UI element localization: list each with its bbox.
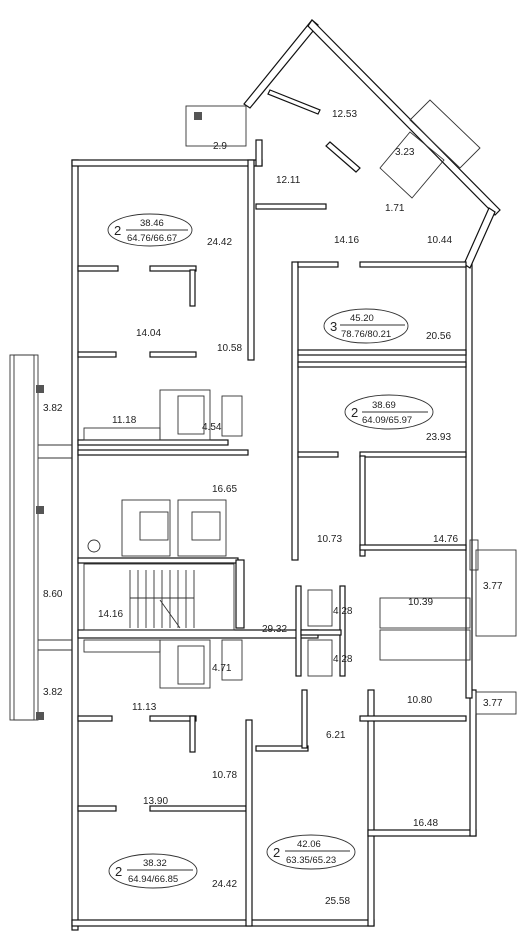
apartment-living-area: 38.69 bbox=[372, 400, 396, 411]
room-area: 10.39 bbox=[408, 597, 433, 608]
room-area: 24.42 bbox=[207, 237, 232, 248]
apartment-total-area: 64.76/66.67 bbox=[127, 233, 177, 244]
apartment-badge: 2 38.32 64.94/66.85 bbox=[108, 853, 198, 889]
apartment-rooms: 2 bbox=[115, 864, 122, 879]
room-area: 14.76 bbox=[433, 534, 458, 545]
apartment-badge: 2 38.69 64.09/65.97 bbox=[344, 394, 434, 430]
room-area: 10.73 bbox=[317, 534, 342, 545]
room-area: 16.48 bbox=[413, 818, 438, 829]
room-area: 3.82 bbox=[43, 403, 63, 414]
room-area: 29.32 bbox=[262, 624, 287, 635]
room-area: 3.77 bbox=[483, 698, 503, 709]
apartment-total-area: 64.94/66.85 bbox=[128, 874, 178, 885]
room-area: 4.71 bbox=[212, 663, 232, 674]
room-area: 4.54 bbox=[202, 422, 222, 433]
room-area: 6.21 bbox=[326, 730, 346, 741]
room-area: 25.58 bbox=[325, 896, 350, 907]
room-area: 14.04 bbox=[136, 328, 161, 339]
apartment-living-area: 38.46 bbox=[140, 218, 164, 229]
left-balconies bbox=[9, 354, 72, 721]
apartment-badge: 3 45.20 78.76/80.21 bbox=[323, 308, 409, 344]
room-area: 23.93 bbox=[426, 432, 451, 443]
apartment-rooms: 2 bbox=[273, 845, 280, 860]
apartment-badge: 2 42.06 63.35/65.23 bbox=[266, 834, 356, 870]
room-area: 12.11 bbox=[276, 175, 301, 186]
room-area: 10.80 bbox=[407, 695, 432, 706]
room-area: 4.28 bbox=[333, 654, 353, 665]
room-area: 12.53 bbox=[332, 109, 357, 120]
room-area: 20.56 bbox=[426, 331, 451, 342]
apartment-total-area: 63.35/65.23 bbox=[286, 855, 336, 866]
room-area: 8.60 bbox=[43, 589, 63, 600]
room-area: 11.13 bbox=[132, 702, 157, 713]
room-area: 10.78 bbox=[212, 770, 237, 781]
room-area: 2.9 bbox=[213, 141, 227, 152]
apartment-living-area: 38.32 bbox=[143, 858, 167, 869]
room-area: 3.82 bbox=[43, 687, 63, 698]
apartment-rooms: 2 bbox=[351, 405, 358, 420]
room-area: 24.42 bbox=[212, 879, 237, 890]
room-area: 13.90 bbox=[143, 796, 168, 807]
room-area: 11.18 bbox=[112, 415, 137, 426]
room-area: 14.16 bbox=[98, 609, 123, 620]
room-area: 1.71 bbox=[385, 203, 405, 214]
outer-walls bbox=[71, 19, 501, 931]
apartment-total-area: 78.76/80.21 bbox=[341, 329, 391, 340]
apartment-badge: 2 38.46 64.76/66.67 bbox=[107, 213, 193, 247]
apartment-rooms: 2 bbox=[114, 223, 121, 238]
stair-steps bbox=[129, 570, 195, 629]
apartment-living-area: 45.20 bbox=[350, 313, 374, 324]
interior-walls bbox=[77, 89, 481, 927]
apartment-living-area: 42.06 bbox=[297, 839, 321, 850]
room-area: 4.28 bbox=[333, 606, 353, 617]
room-labels: 12.53 3.23 2.9 12.11 1.71 24.42 14.16 10… bbox=[43, 109, 503, 907]
room-area: 10.58 bbox=[217, 343, 242, 354]
right-balconies bbox=[469, 539, 517, 715]
room-area: 10.44 bbox=[427, 235, 452, 246]
room-area: 3.23 bbox=[395, 147, 415, 158]
apartment-rooms: 3 bbox=[330, 319, 337, 334]
apartment-total-area: 64.09/65.97 bbox=[362, 415, 412, 426]
room-area: 14.16 bbox=[334, 235, 359, 246]
room-area: 16.65 bbox=[212, 484, 237, 495]
room-area: 3.77 bbox=[483, 581, 503, 592]
